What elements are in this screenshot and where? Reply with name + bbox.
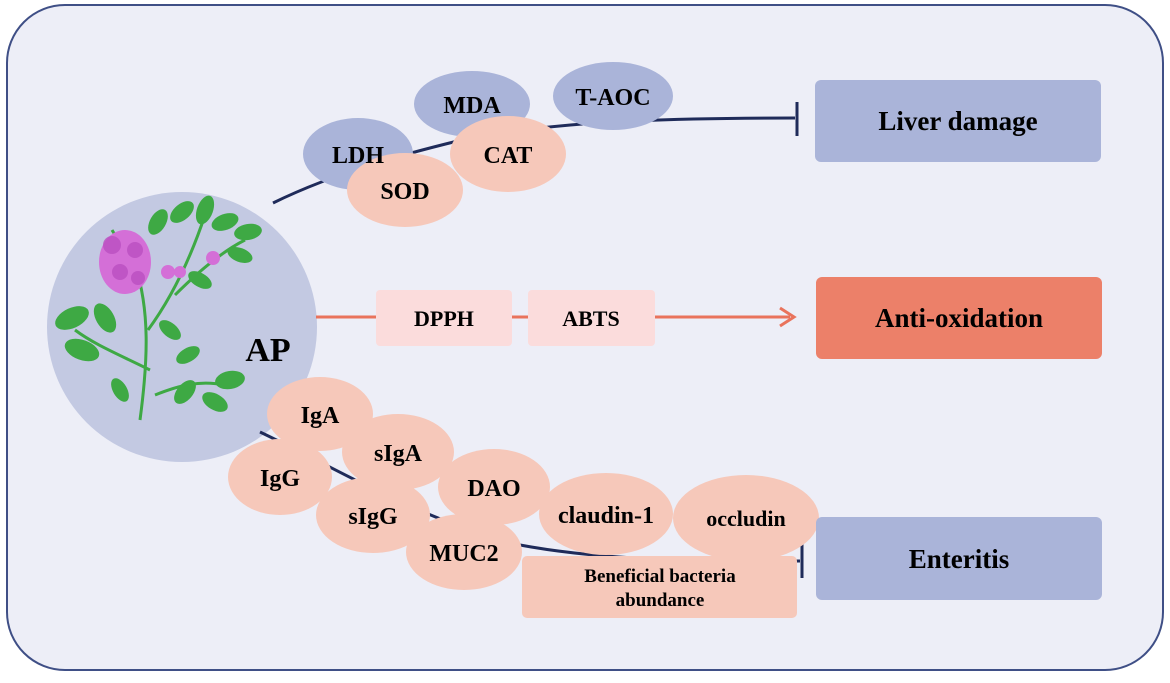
- bacteria-label-line1: Beneficial bacteria: [584, 566, 736, 587]
- marker-siga-node: [342, 414, 454, 490]
- outcome-enteritis-box: [816, 517, 1102, 600]
- assay-abts-box: [528, 290, 655, 346]
- outcome-antioxidation-box: [816, 277, 1102, 359]
- center-label: AP: [245, 332, 290, 369]
- marker-dao-label: DAO: [467, 476, 520, 502]
- marker-taoc-label: T-AOC: [575, 85, 650, 111]
- assay-dpph-label: DPPH: [414, 306, 474, 331]
- marker-sigg-label: sIgG: [348, 504, 398, 530]
- marker-occludin-label: occludin: [706, 506, 785, 531]
- outcome-liver-label: Liver damage: [878, 106, 1037, 136]
- marker-igg-node: [228, 439, 332, 515]
- outcome-liver-box: [815, 80, 1101, 162]
- marker-sod-label: SOD: [380, 179, 429, 205]
- marker-cat-label: CAT: [484, 143, 533, 169]
- assay-abts-label: ABTS: [562, 306, 619, 331]
- marker-dao-node: [438, 449, 550, 525]
- marker-muc2-label: MUC2: [429, 541, 498, 567]
- marker-mda-label: MDA: [443, 93, 501, 119]
- marker-iga-label: IgA: [301, 403, 340, 429]
- assay-dpph-box: [376, 290, 512, 346]
- marker-iga-node: [267, 377, 373, 451]
- marker-claudin1-node: [539, 473, 673, 555]
- outcome-enteritis-label: Enteritis: [909, 544, 1010, 574]
- marker-claudin1-label: claudin-1: [558, 503, 654, 529]
- antioxidation-arrow-head: [779, 306, 797, 328]
- marker-sod-node: [347, 153, 463, 227]
- marker-sigg-node: [316, 477, 430, 553]
- marker-ldh-label: LDH: [332, 143, 384, 169]
- marker-igg-label: IgG: [260, 466, 300, 492]
- marker-taoc-node: [553, 62, 673, 130]
- bacteria-label-line2: abundance: [616, 590, 705, 611]
- marker-siga-label: sIgA: [374, 441, 423, 467]
- bacteria-box: [522, 556, 797, 618]
- marker-muc2-node: [406, 514, 522, 590]
- outcome-antioxidation-label: Anti-oxidation: [875, 303, 1043, 333]
- marker-occludin-node: [673, 475, 819, 561]
- marker-cat-node: [450, 116, 566, 192]
- plant-icon: [55, 195, 262, 421]
